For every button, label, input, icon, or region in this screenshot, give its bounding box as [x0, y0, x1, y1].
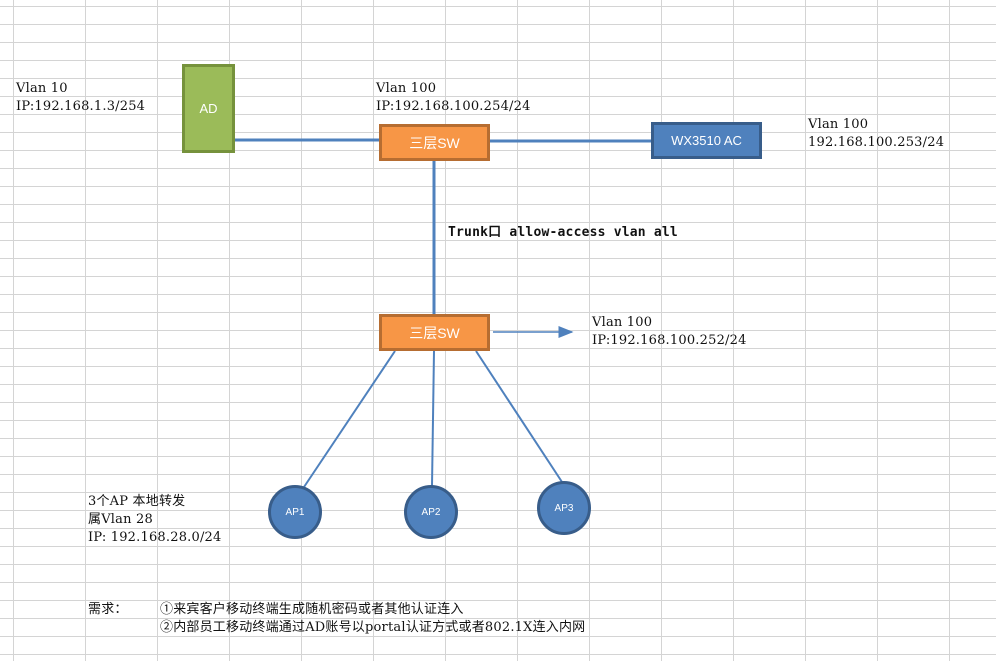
- ac-controller-node[interactable]: WX3510 AC: [651, 122, 762, 159]
- trunk-label: Trunk口 allow-access vlan all: [448, 225, 678, 240]
- ap-info-line-1: 3个AP 本地转发: [88, 494, 186, 509]
- ap-info-line-3: IP: 192.168.28.0/24: [88, 530, 222, 545]
- core-switch-vlan-label: Vlan 100: [376, 81, 437, 96]
- link-switch-ap2: [431, 350, 435, 487]
- access-switch-ip-label: IP:192.168.100.252/24: [592, 333, 747, 348]
- core-switch-ip-label: IP:192.168.100.254/24: [376, 99, 531, 114]
- link-switch-ap1: [303, 350, 396, 488]
- ac-vlan-label: Vlan 100: [808, 117, 869, 132]
- requirements-title: 需求：: [88, 602, 128, 617]
- core-switch-node[interactable]: 三层SW: [379, 124, 490, 161]
- core-switch-label: 三层SW: [409, 134, 460, 151]
- ad-vlan-label: Vlan 10: [16, 81, 68, 96]
- access-switch-vlan-label: Vlan 100: [592, 315, 653, 330]
- ap-node[interactable]: AP3: [537, 481, 591, 535]
- ad-server-node[interactable]: AD: [182, 64, 235, 153]
- requirement-item: ①来宾客户移动终端生成随机密码或者其他认证连入: [160, 602, 464, 617]
- requirement-item: ②内部员工移动终端通过AD账号以portal认证方式或者802.1X连入内网: [160, 620, 586, 635]
- access-switch-label: 三层SW: [409, 324, 460, 341]
- access-switch-node[interactable]: 三层SW: [379, 314, 490, 351]
- ac-node-label: WX3510 AC: [671, 133, 742, 148]
- ap-label: AP2: [421, 506, 441, 518]
- ap-node[interactable]: AP2: [404, 485, 458, 539]
- ad-ip-label: IP:192.168.1.3/254: [16, 99, 146, 114]
- link-switch-ap3: [475, 350, 563, 483]
- ac-ip-label: 192.168.100.253/24: [808, 135, 945, 150]
- ap-node[interactable]: AP1: [268, 485, 322, 539]
- ap-info-line-2: 属Vlan 28: [88, 512, 153, 527]
- ap-label: AP3: [554, 502, 574, 514]
- ad-node-label: AD: [199, 101, 218, 116]
- ap-label: AP1: [285, 506, 305, 518]
